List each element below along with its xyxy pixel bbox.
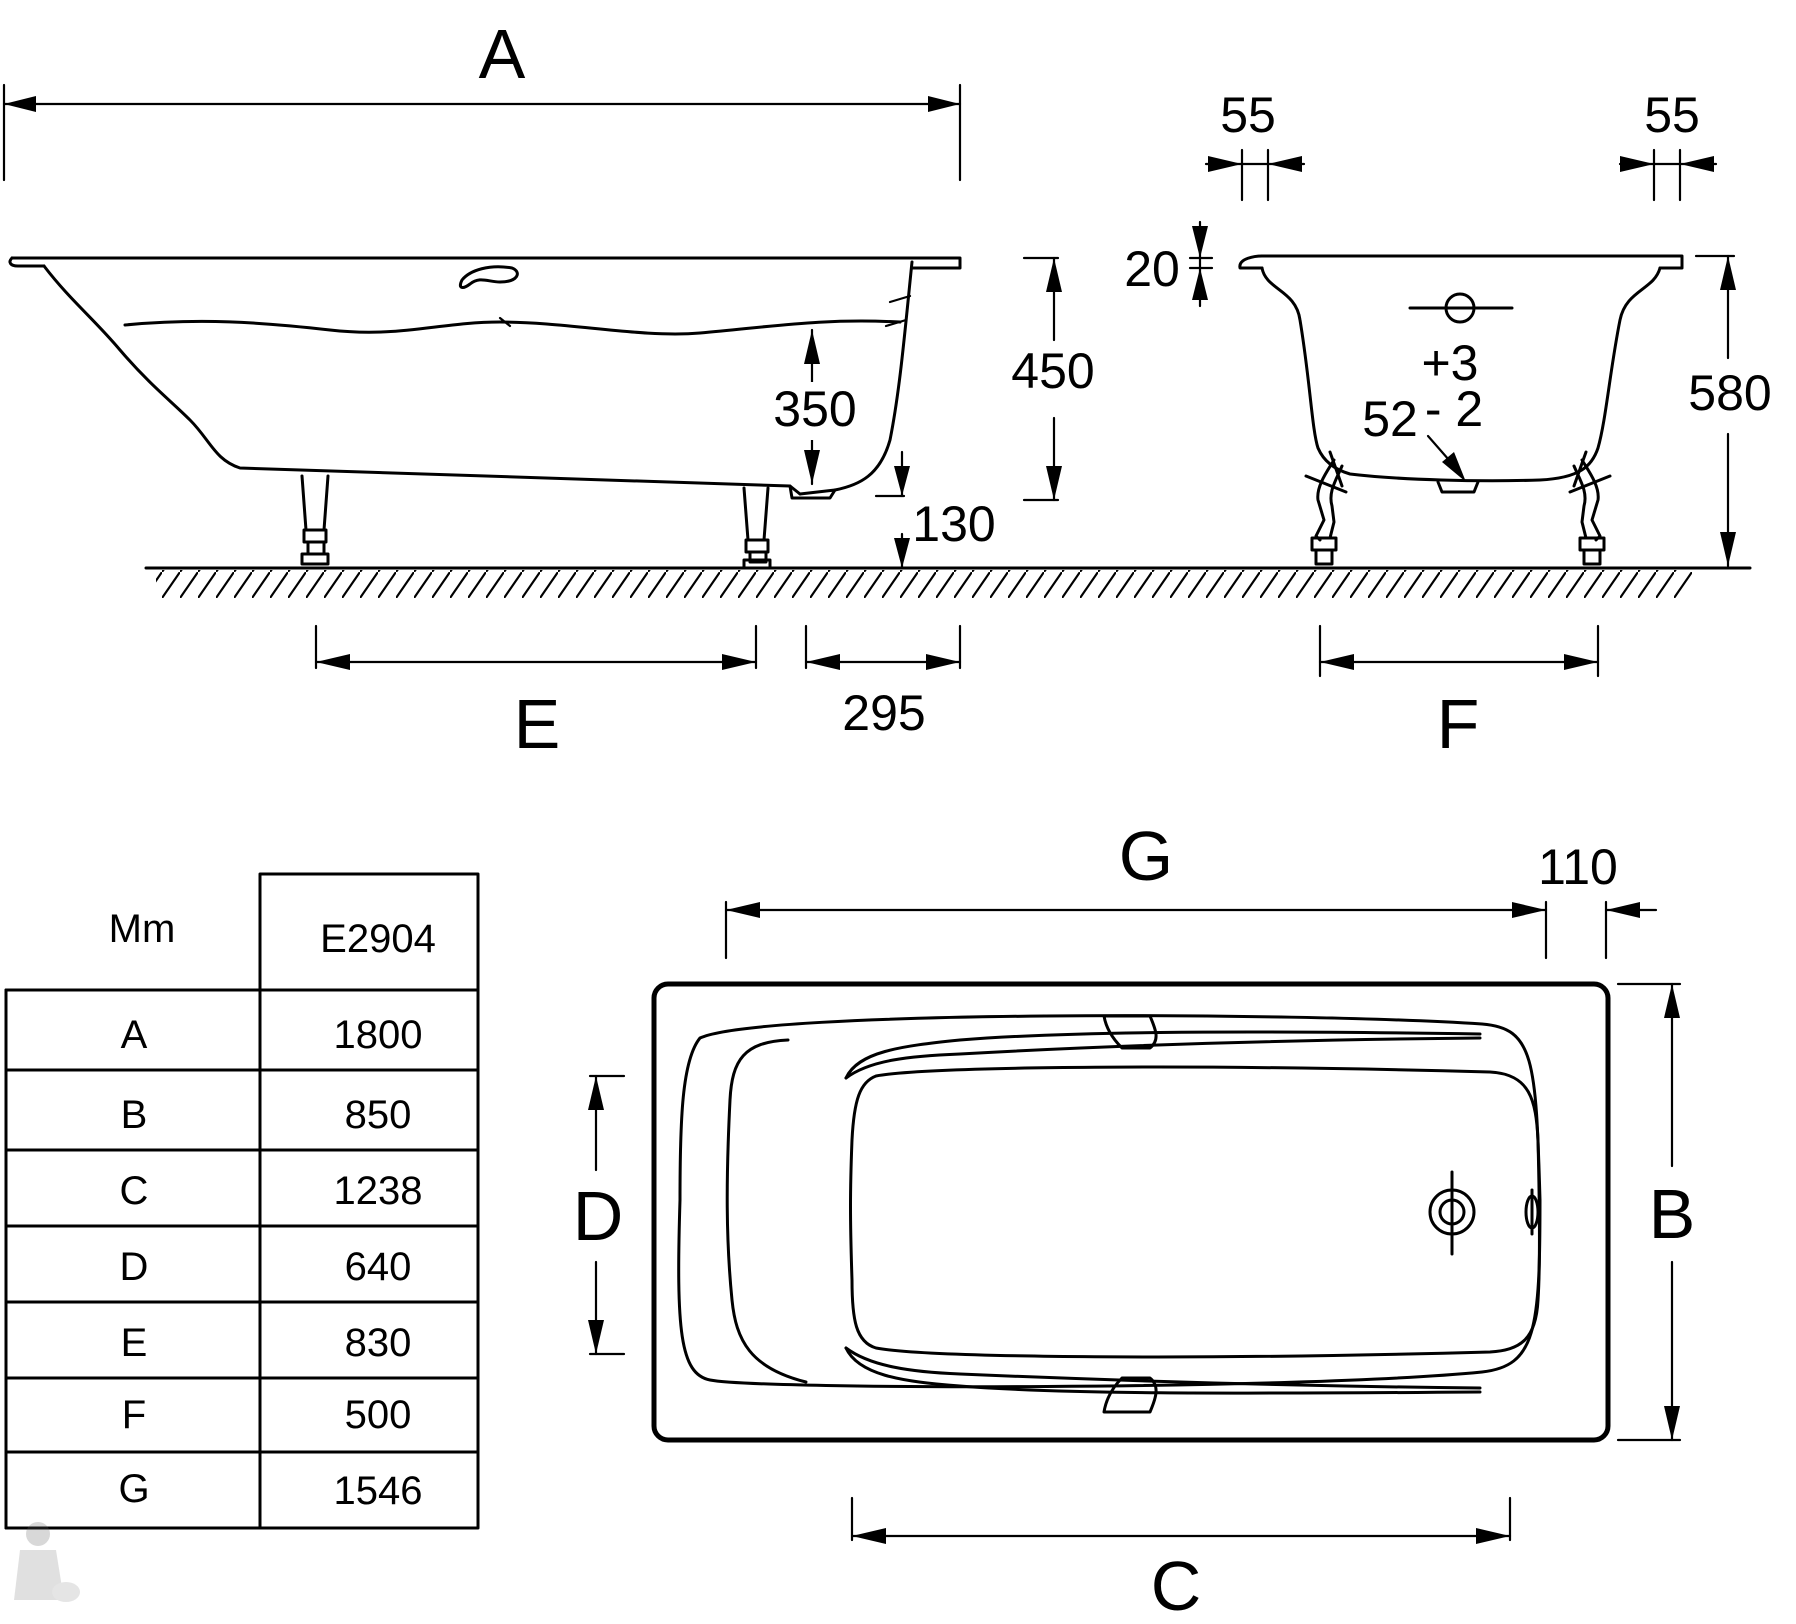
dimension-350: 350 bbox=[770, 328, 860, 486]
table-row-value: 1546 bbox=[334, 1469, 423, 1513]
label-130: 130 bbox=[912, 496, 995, 552]
dimension-f: F bbox=[1318, 624, 1600, 763]
end-elevation-view: 55 55 20 bbox=[1124, 87, 1772, 763]
dimension-g: G bbox=[724, 817, 1548, 960]
label-110: 110 bbox=[1538, 839, 1618, 895]
tub-rim-outline bbox=[651, 981, 1611, 1443]
label-tol-base: 52 bbox=[1362, 391, 1418, 447]
table-row-key: C bbox=[120, 1169, 149, 1213]
table-row-key: D bbox=[120, 1245, 149, 1289]
dimension-table: Mm E2904 A 1800 B 850 C 1238 D 640 E 830… bbox=[4, 872, 480, 1530]
dimension-waste-height: +3 52 - 2 bbox=[1362, 335, 1483, 482]
dimension-130: 130 bbox=[874, 450, 996, 570]
label-tol-plus: +3 bbox=[1421, 335, 1478, 391]
label-tol-minus: - 2 bbox=[1425, 381, 1483, 437]
dimension-55-right: 55 bbox=[1618, 87, 1718, 202]
label-295: 295 bbox=[842, 685, 925, 741]
table-row-key: F bbox=[122, 1393, 146, 1437]
dimension-c: C bbox=[850, 1496, 1512, 1624]
table-row-key: G bbox=[118, 1467, 149, 1511]
dimension-20: 20 bbox=[1124, 220, 1214, 308]
dimension-295: 295 bbox=[804, 624, 962, 741]
table-unit-header: Mm bbox=[109, 907, 176, 951]
label-b: B bbox=[1649, 1175, 1696, 1253]
dimension-55-left: 55 bbox=[1204, 87, 1306, 202]
table-row-key: E bbox=[121, 1321, 148, 1365]
table-row-value: 850 bbox=[345, 1093, 412, 1137]
tub-end-profile bbox=[1238, 254, 1684, 566]
table-row-value: 830 bbox=[345, 1321, 412, 1365]
label-a: A bbox=[479, 15, 526, 93]
table-row-key: A bbox=[121, 1013, 148, 1057]
label-55-left: 55 bbox=[1220, 87, 1276, 143]
table-row-value: 1800 bbox=[334, 1013, 423, 1057]
label-g: G bbox=[1119, 817, 1173, 895]
label-580: 580 bbox=[1688, 365, 1771, 421]
side-elevation-view: A bbox=[2, 15, 1095, 763]
table-row-value: 500 bbox=[345, 1393, 412, 1437]
label-350: 350 bbox=[773, 381, 856, 437]
plan-view: G 110 bbox=[573, 817, 1696, 1624]
table-row-value: 640 bbox=[345, 1245, 412, 1289]
label-d: D bbox=[573, 1177, 624, 1255]
label-55-right: 55 bbox=[1644, 87, 1700, 143]
dimension-d: D bbox=[573, 1074, 626, 1356]
floor-line bbox=[144, 566, 1752, 598]
table-row-value: 1238 bbox=[334, 1169, 423, 1213]
label-e: E bbox=[514, 685, 561, 763]
table-model-header: E2904 bbox=[320, 917, 436, 961]
dimension-e: E bbox=[314, 624, 758, 763]
label-f: F bbox=[1437, 685, 1480, 763]
table-row-key: B bbox=[121, 1093, 148, 1137]
dimension-580: 580 bbox=[1688, 254, 1772, 568]
dimension-b: B bbox=[1616, 982, 1696, 1442]
dimension-a: A bbox=[2, 15, 962, 182]
label-20: 20 bbox=[1124, 241, 1180, 297]
label-c: C bbox=[1151, 1547, 1202, 1624]
dimension-110: 110 bbox=[1538, 839, 1658, 960]
label-450: 450 bbox=[1011, 343, 1094, 399]
dimension-450: 450 bbox=[1011, 256, 1095, 502]
watermark-logo bbox=[14, 1522, 80, 1602]
